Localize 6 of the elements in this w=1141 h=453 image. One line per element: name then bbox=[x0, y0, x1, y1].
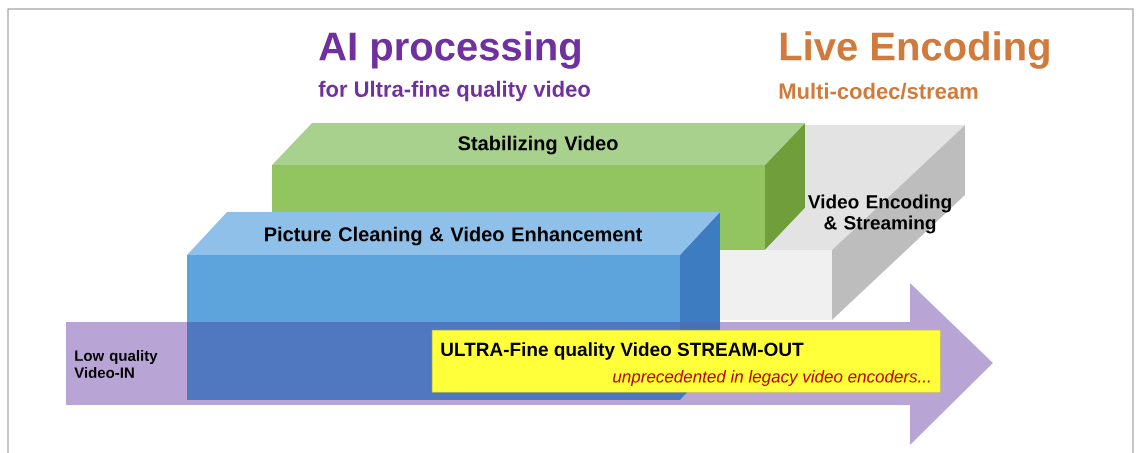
heading: AI processing bbox=[319, 31, 580, 69]
block-3d: Video Encoding & Streaming bbox=[720, 125, 965, 320]
node-label: Stabilizing Video bbox=[458, 135, 618, 155]
subheading: for Ultra-fine quality video bbox=[318, 80, 590, 102]
heading: Live Encoding bbox=[780, 31, 1049, 69]
subheading: Multi-codec/stream bbox=[779, 82, 978, 100]
